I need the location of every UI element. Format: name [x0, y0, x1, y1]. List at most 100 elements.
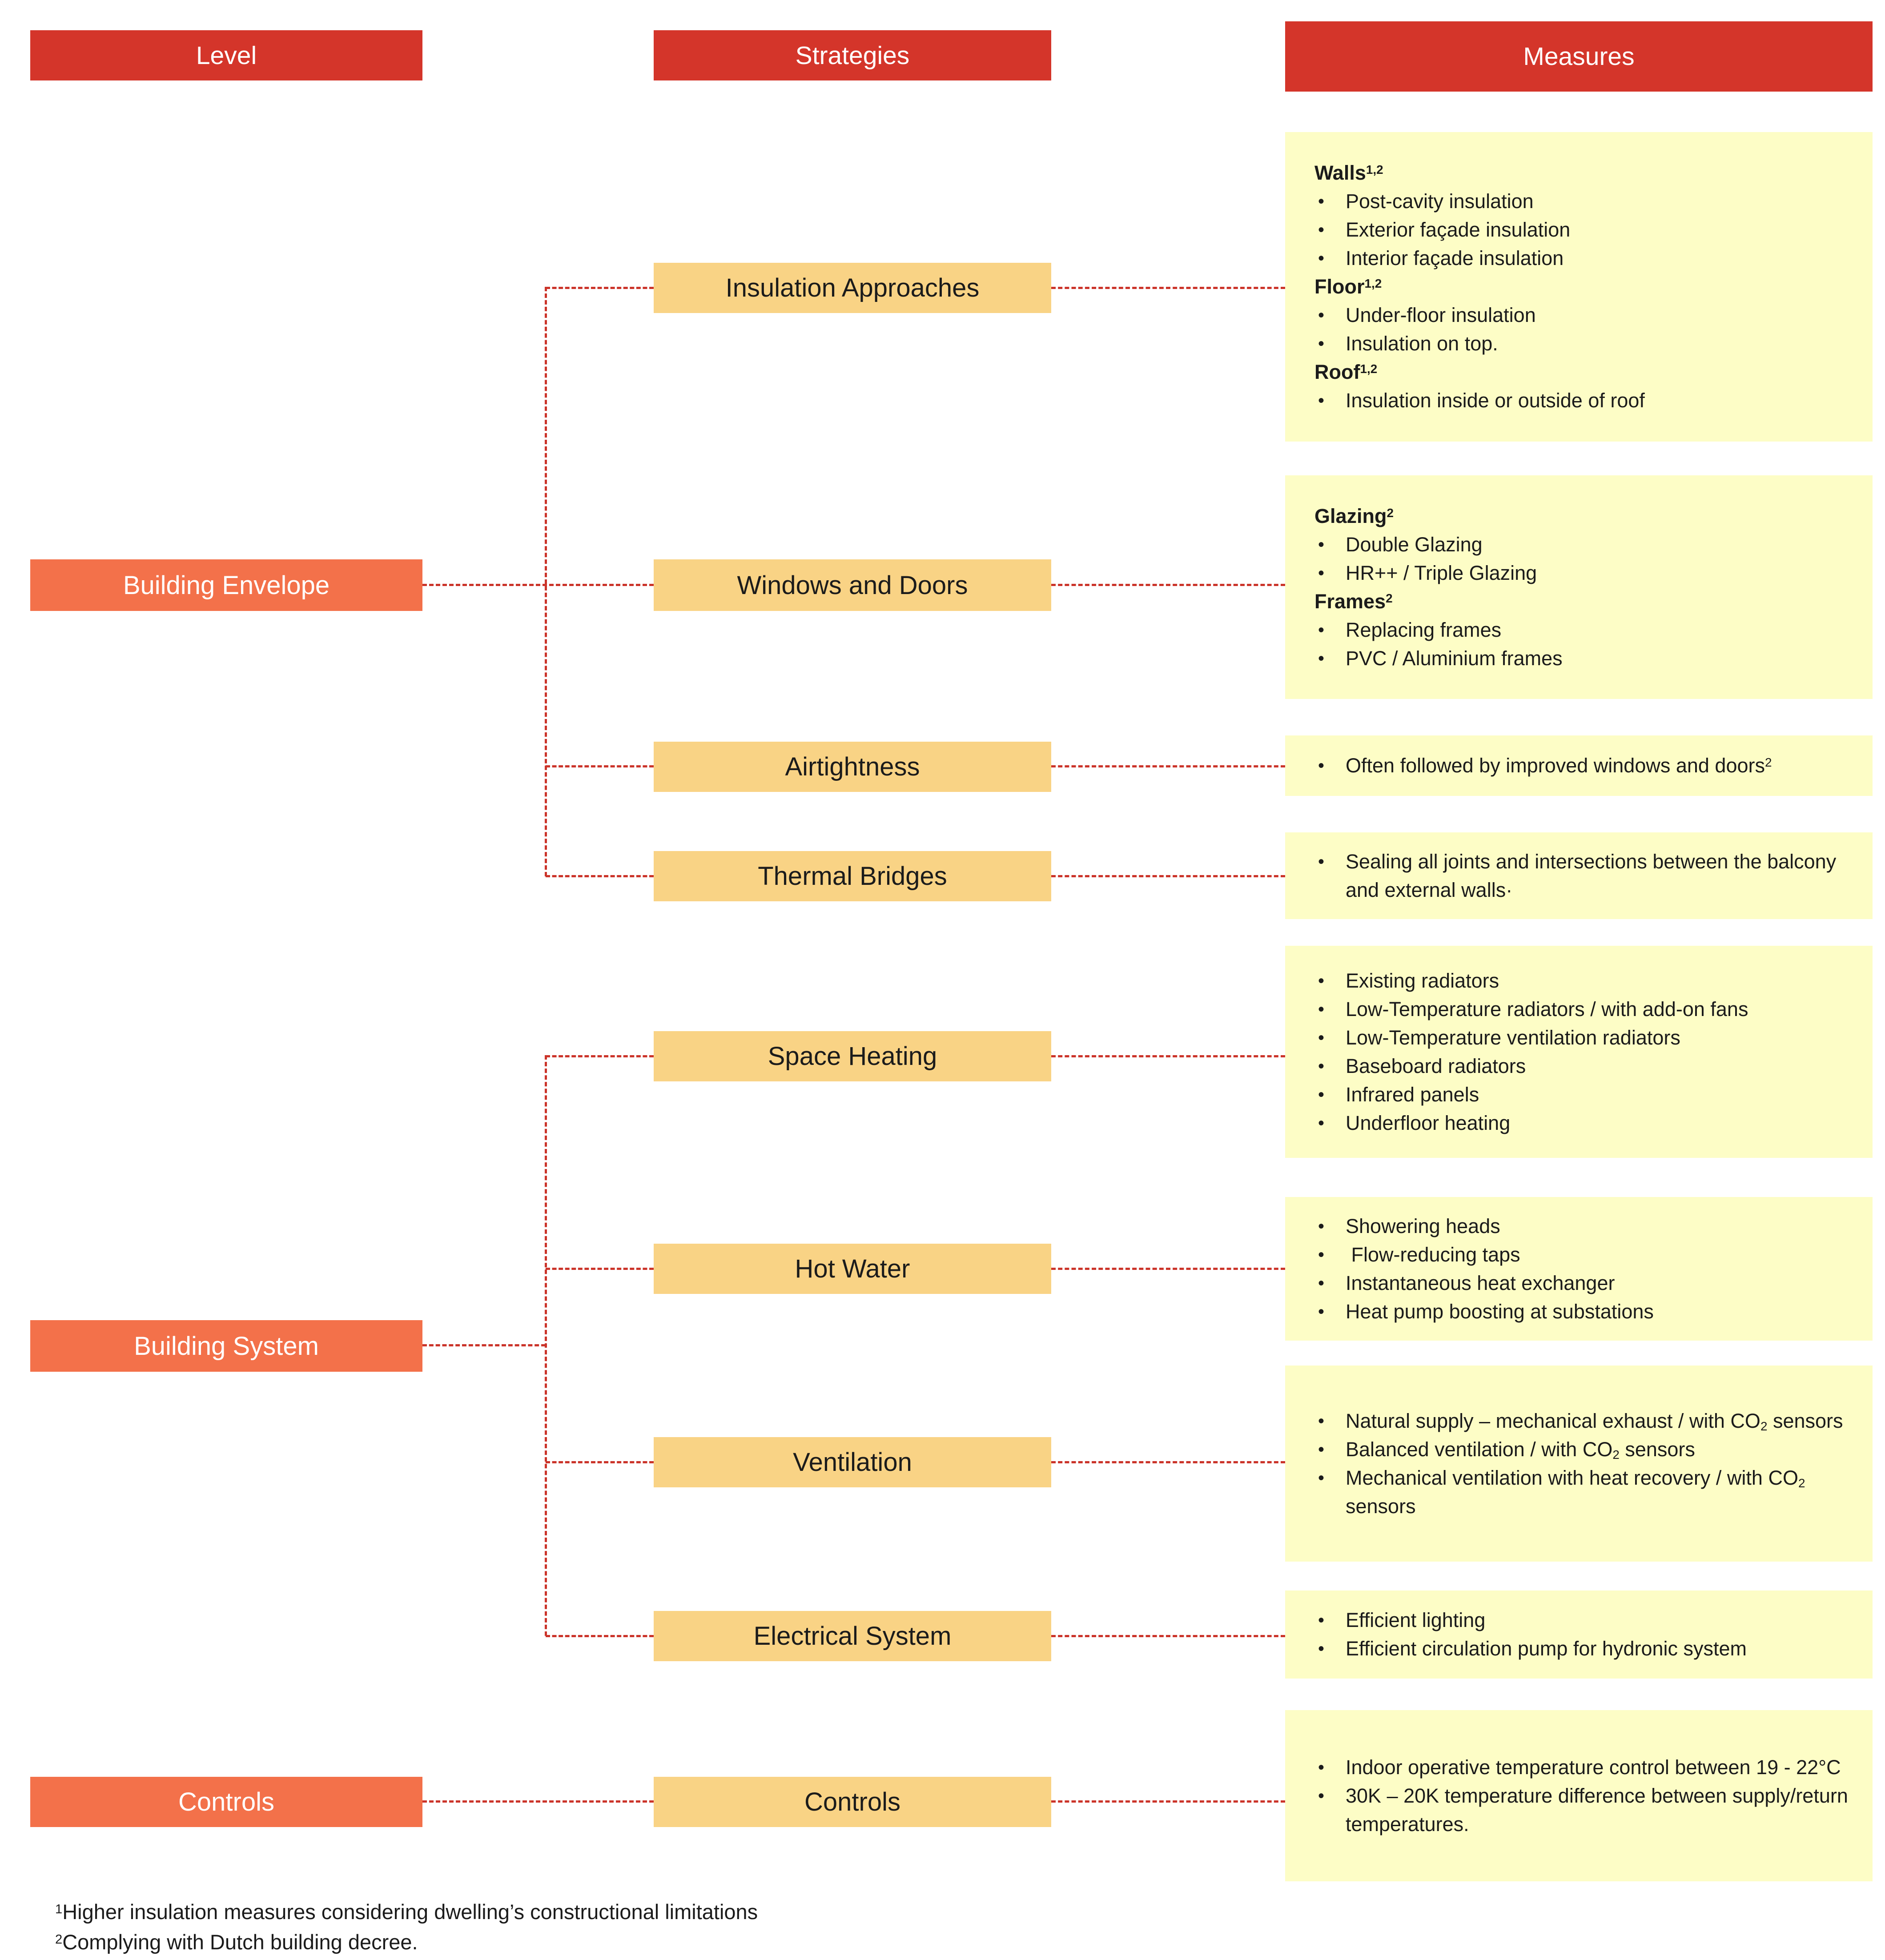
measure-text: Natural supply – mechanical exhaust / wi… [1346, 1409, 1843, 1433]
bullet-icon: • [1318, 1468, 1325, 1488]
measure-heading: Roof1,2 [1302, 358, 1855, 386]
bullet-icon: • [1318, 305, 1325, 325]
measure-text: Sealing all joints and intersections bet… [1346, 850, 1837, 901]
bullet-icon: • [1318, 1273, 1325, 1293]
measure-bullet: •Heat pump boosting at substations [1302, 1297, 1855, 1326]
measure-text: Efficient lighting [1346, 1609, 1486, 1631]
measure-text: Floor1,2 [1314, 275, 1382, 298]
strategy-box-hot-water-label: Hot Water [795, 1254, 910, 1283]
measure-text: Interior façade insulation [1346, 247, 1564, 269]
connector-building-system-trunk [545, 1055, 547, 1636]
bullet-icon: • [1318, 756, 1325, 775]
measure-text: Mechanical ventilation with heat recover… [1346, 1466, 1805, 1518]
bullet-icon: • [1318, 1639, 1325, 1659]
measure-bullet: • 30K – 20K temperature difference betwee… [1302, 1782, 1855, 1839]
strategy-box-space-heating-label: Space Heating [768, 1042, 937, 1071]
connector-controls-to-measures [1051, 1800, 1285, 1803]
measure-text: HR++ / Triple Glazing [1346, 561, 1537, 584]
measure-text: Showering heads [1346, 1214, 1500, 1237]
measure-text: Replacing frames [1346, 618, 1502, 641]
measure-text: Often followed by improved windows and d… [1346, 754, 1772, 777]
connector-trunk-to-electrical-system [546, 1635, 654, 1637]
measure-bullet: •Indoor operative temperature control be… [1302, 1753, 1855, 1782]
measure-bullet: •Post-cavity insulation [1302, 187, 1855, 216]
measure-text: Post-cavity insulation [1346, 190, 1534, 213]
connector-controls-to-controls-strategy [422, 1800, 654, 1803]
measure-bullet: • Existing radiators [1302, 967, 1855, 995]
measure-text: Existing radiators [1346, 969, 1499, 992]
column-header-strategies: Strategies [654, 30, 1051, 80]
measure-text: Double Glazing [1346, 533, 1483, 556]
strategy-box-electrical-system-label: Electrical System [753, 1622, 952, 1651]
measure-text: Frames2 [1314, 590, 1393, 613]
column-header-level: Level [30, 30, 422, 80]
measure-bullet: •Exterior façade insulation [1302, 216, 1855, 244]
connector-windows-and-doors-to-measures [1051, 584, 1285, 586]
strategy-box-airtightness: Airtightness [654, 742, 1051, 792]
bullet-icon: • [1318, 249, 1325, 268]
strategy-box-ventilation-label: Ventilation [793, 1448, 912, 1477]
connector-airtightness-to-measures [1051, 765, 1285, 767]
bullet-icon: • [1318, 620, 1325, 640]
bullet-icon: • [1318, 1301, 1325, 1321]
bullet-icon: • [1318, 1611, 1325, 1630]
bullet-icon: • [1318, 648, 1325, 668]
measure-box-thermal-bridges: •Sealing all joints and intersections be… [1285, 832, 1873, 919]
measure-text: Insulation on top. [1346, 332, 1498, 355]
measure-text: Underfloor heating [1346, 1111, 1511, 1134]
column-header-measures: Measures [1285, 21, 1873, 92]
strategy-box-controls-label: Controls [804, 1787, 900, 1816]
connector-trunk-to-airtightness [546, 765, 654, 767]
bullet-icon: • [1318, 971, 1325, 991]
measure-text: Insulation inside or outside of roof [1346, 389, 1645, 412]
measure-bullet: • Flow-reducing taps [1302, 1241, 1855, 1269]
measure-bullet: •Low-Temperature ventilation radiators [1302, 1024, 1855, 1052]
bullet-icon: • [1318, 1757, 1325, 1777]
bullet-icon: • [1318, 1084, 1325, 1105]
bullet-icon: • [1318, 220, 1325, 240]
measure-text: Glazing2 [1314, 504, 1394, 527]
bullet-icon: • [1318, 1786, 1325, 1806]
measure-box-ventilation: • Natural supply – mechanical exhaust / w… [1285, 1366, 1873, 1562]
measure-bullet: •Efficient circulation pump for hydronic… [1302, 1635, 1855, 1663]
measure-text: Flow-reducing taps [1346, 1243, 1520, 1266]
measure-bullet: • Mechanical ventilation with heat recove… [1302, 1464, 1855, 1521]
connector-electrical-system-to-measures [1051, 1635, 1285, 1637]
measure-bullet: • Often followed by improved windows and … [1302, 751, 1855, 780]
connector-building-envelope-trunk [545, 287, 547, 876]
bullet-icon: • [1318, 563, 1325, 583]
level-box-building-envelope: Building Envelope [30, 559, 422, 611]
connector-ventilation-to-measures [1051, 1461, 1285, 1463]
measure-box-hot-water: •Showering heads• Flow-reducing taps•Ins… [1285, 1197, 1873, 1341]
measure-text: Baseboard radiators [1346, 1054, 1526, 1077]
measure-bullet: • HR++ / Triple Glazing [1302, 559, 1855, 587]
connector-building-system-to-trunk [422, 1344, 546, 1346]
connector-space-heating-to-measures [1051, 1055, 1285, 1057]
measure-bullet: • Baseboard radiators [1302, 1052, 1855, 1080]
level-box-building-envelope-label: Building Envelope [123, 570, 330, 600]
measure-box-space-heating: • Existing radiators • Low-Temperature radi… [1285, 946, 1873, 1158]
measure-text: 30K – 20K temperature difference between… [1346, 1784, 1848, 1835]
column-header-measures-label: Measures [1523, 42, 1635, 71]
measure-text: Instantaneous heat exchanger [1346, 1271, 1615, 1294]
column-header-strategies-label: Strategies [795, 41, 910, 70]
connector-thermal-bridges-to-measures [1051, 875, 1285, 877]
bullet-icon: • [1318, 534, 1325, 554]
measure-box-electrical-system: • Efficient lighting •Efficient circulatio… [1285, 1590, 1873, 1679]
measure-text: Infrared panels [1346, 1083, 1479, 1106]
measure-heading: Floor1,2 [1302, 273, 1855, 301]
footnote-line: 1Higher insulation measures considering … [55, 1900, 758, 1924]
measure-bullet: • Showering heads [1302, 1212, 1855, 1241]
strategy-box-airtightness-label: Airtightness [785, 752, 920, 781]
level-box-controls: Controls [30, 1777, 422, 1827]
measure-box-windows-and-doors: Glazing2 • Double Glazing • HR++ / Triple Gl… [1285, 475, 1873, 699]
measure-bullet: •Insulation on top. [1302, 329, 1855, 358]
bullet-icon: • [1318, 1056, 1325, 1076]
measure-box-airtightness: • Often followed by improved windows and … [1285, 735, 1873, 796]
level-box-building-system-label: Building System [134, 1331, 319, 1361]
bullet-icon: • [1318, 1245, 1325, 1265]
measure-text: Low-Temperature radiators / with add-on … [1346, 997, 1748, 1020]
connector-trunk-to-hot-water [546, 1268, 654, 1270]
strategy-box-windows-and-doors-label: Windows and Doors [737, 570, 968, 600]
bullet-icon: • [1318, 1216, 1325, 1236]
